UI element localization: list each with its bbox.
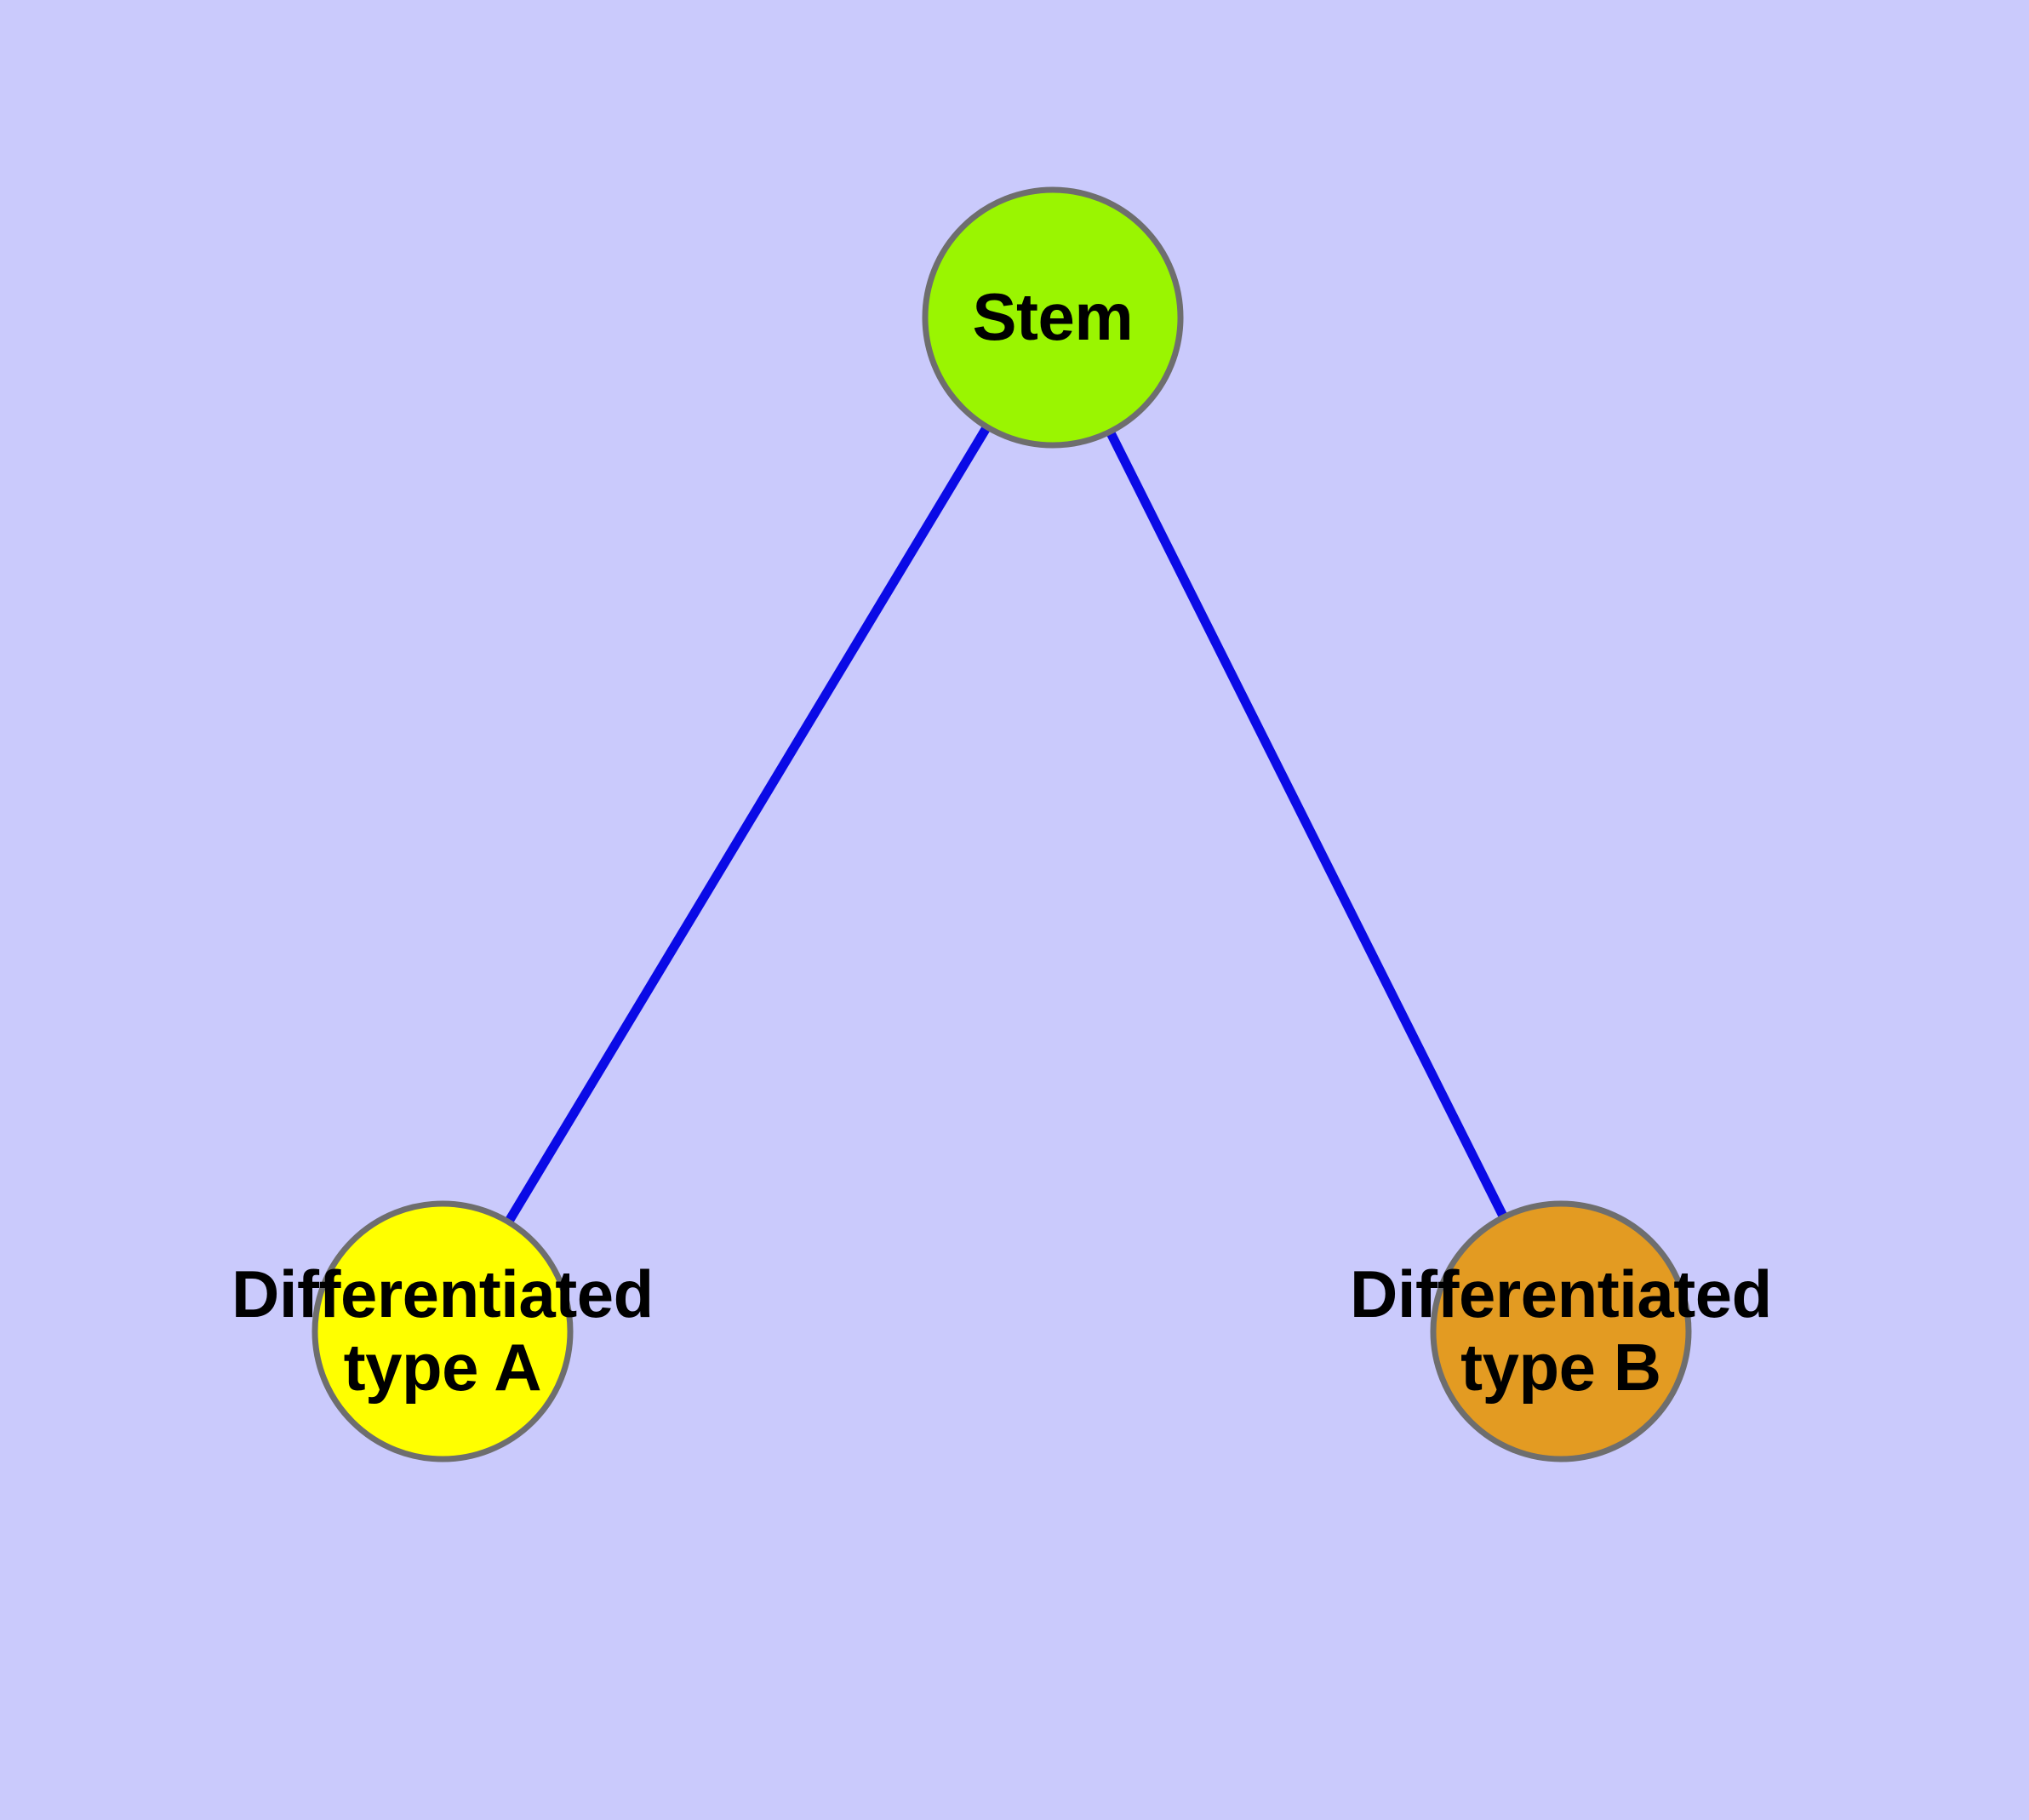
graph-node-diff_b[interactable] [1430,1200,1692,1462]
graph-node-diff_a[interactable] [311,1200,574,1462]
graph-edge-stem-to-diff-a [504,424,992,1225]
edge-layer [504,424,1508,1225]
node-layer [311,186,1692,1462]
graph-edge-stem-to-diff-b [1106,429,1508,1220]
graph-node-stem[interactable] [922,186,1184,449]
